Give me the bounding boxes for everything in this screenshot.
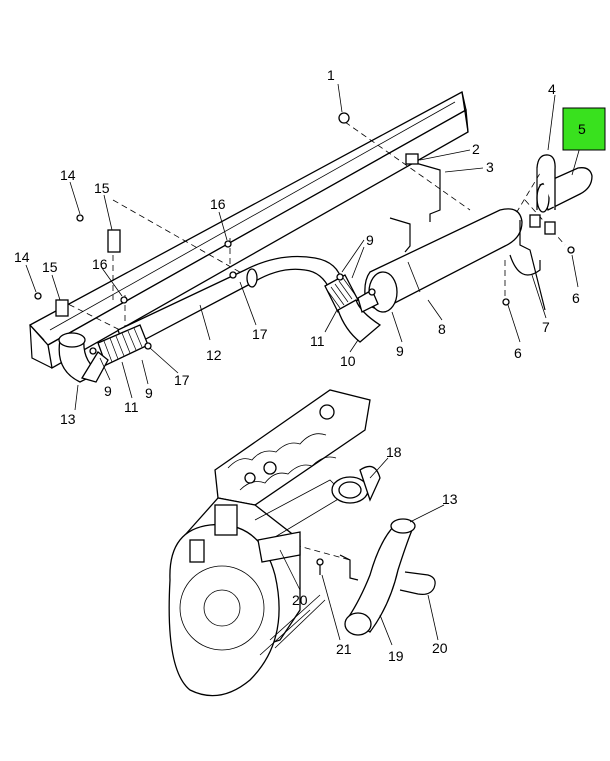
callout-1: 1 [327, 67, 335, 83]
callout-3: 3 [486, 159, 494, 175]
engine-bracket [257, 531, 359, 581]
callout-16-upper: 16 [210, 196, 226, 212]
callout-12: 12 [206, 347, 222, 363]
callout-4: 4 [548, 81, 556, 97]
callout-17-upper: 17 [252, 326, 268, 342]
hanger-brackets [55, 229, 121, 317]
bolts [34, 112, 575, 355]
callout-11-upper: 11 [310, 333, 325, 349]
callout-20-engine: 20 [292, 592, 308, 608]
callout-10: 10 [340, 353, 356, 369]
callout-9-upper: 9 [366, 232, 374, 248]
callout-14-upper: 14 [60, 167, 76, 183]
bolt-21 [316, 558, 324, 575]
muffler-clamp [509, 220, 546, 311]
engine [168, 389, 371, 697]
tail-pipe [529, 154, 593, 235]
callout-13-lower: 13 [442, 491, 458, 507]
exhaust-elbow-lower [344, 518, 416, 636]
callout-19: 19 [388, 648, 404, 664]
callout-6-right: 6 [572, 290, 580, 306]
callout-17-lower: 17 [174, 372, 190, 388]
callout-6-lower: 6 [514, 345, 522, 361]
callout-2: 2 [472, 141, 480, 157]
callout-15-upper: 15 [94, 180, 110, 196]
callout-11-lower: 11 [124, 399, 139, 415]
elbow-pipe-upper [58, 332, 109, 383]
callout-18: 18 [386, 444, 402, 460]
callout-13-upper: 13 [60, 411, 76, 427]
callout-8: 8 [438, 321, 446, 337]
callout-labels: 1 2 3 4 5 6 6 7 8 9 9 9 9 10 11 11 12 13… [14, 67, 586, 664]
callout-14-lower: 14 [14, 249, 30, 265]
callout-7: 7 [542, 319, 550, 335]
muffler [357, 208, 523, 313]
callout-9-muffler: 9 [396, 343, 404, 359]
callout-16-lower: 16 [92, 256, 108, 272]
leader-lines [25, 83, 583, 646]
turbo-outlet-flange [331, 465, 381, 504]
muffler-brackets [389, 153, 441, 253]
u-bolt [399, 571, 436, 595]
callout-20-ubolt: 20 [432, 640, 448, 656]
callout-21: 21 [336, 641, 352, 657]
frame-rail [28, 91, 469, 370]
callout-5: 5 [578, 121, 586, 137]
highlight-box-part-5 [562, 107, 606, 151]
callout-9-lower-a: 9 [104, 383, 112, 399]
callout-15-lower: 15 [42, 259, 58, 275]
callout-9-lower-b: 9 [145, 385, 153, 401]
